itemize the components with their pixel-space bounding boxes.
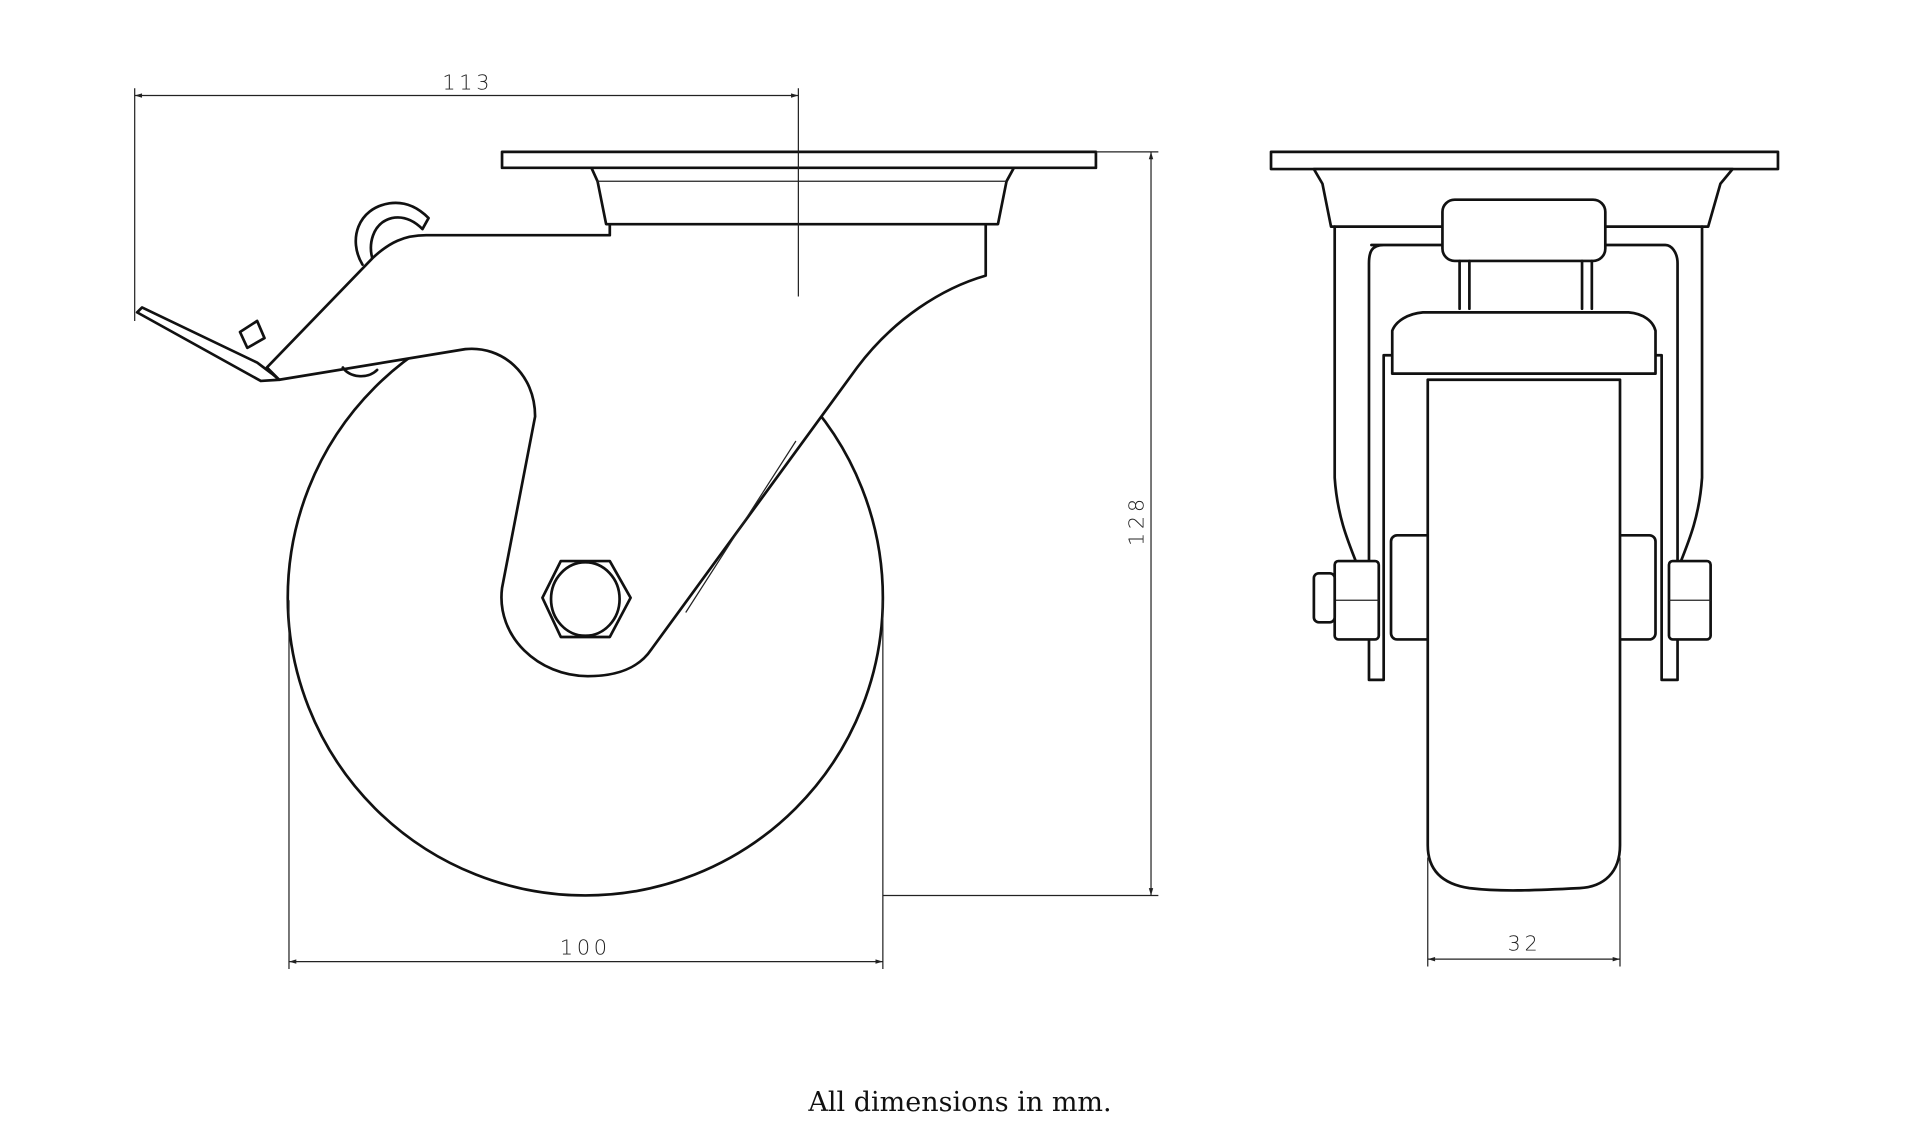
brake-lever [135, 306, 281, 383]
brake-hook [354, 201, 430, 266]
top-plate-front [1269, 150, 1780, 171]
swivel-cup-side [590, 166, 1016, 226]
side-view [135, 150, 1098, 897]
dimension-113-label: 113 [442, 70, 493, 94]
front-view [1269, 150, 1780, 892]
swivel-cup-front [1312, 167, 1734, 228]
wheel-front [1426, 378, 1622, 892]
axle-hex-nut [541, 559, 632, 639]
dimension-wheel-diameter: 100 [288, 600, 884, 969]
brake-block [1390, 311, 1657, 375]
dimension-128-label: 128 [1125, 495, 1149, 546]
dimension-32-label: 32 [1508, 932, 1542, 956]
brake-tab [238, 319, 266, 350]
fork-front [1333, 225, 1704, 565]
dimension-100-label: 100 [560, 935, 611, 959]
dimension-wheel-width: 32 [1427, 857, 1621, 967]
dimension-height: 128 [882, 151, 1159, 897]
axle-end [549, 560, 621, 638]
fork-side [265, 222, 988, 678]
dimensions-caption: All dimensions in mm. [808, 1087, 1112, 1118]
fork-edge-line [685, 440, 797, 613]
brake-pad [341, 366, 379, 378]
brake-pedal-front [1441, 198, 1607, 263]
dimension-reach: 113 [134, 70, 799, 321]
axle-bolt-end [1312, 571, 1337, 624]
